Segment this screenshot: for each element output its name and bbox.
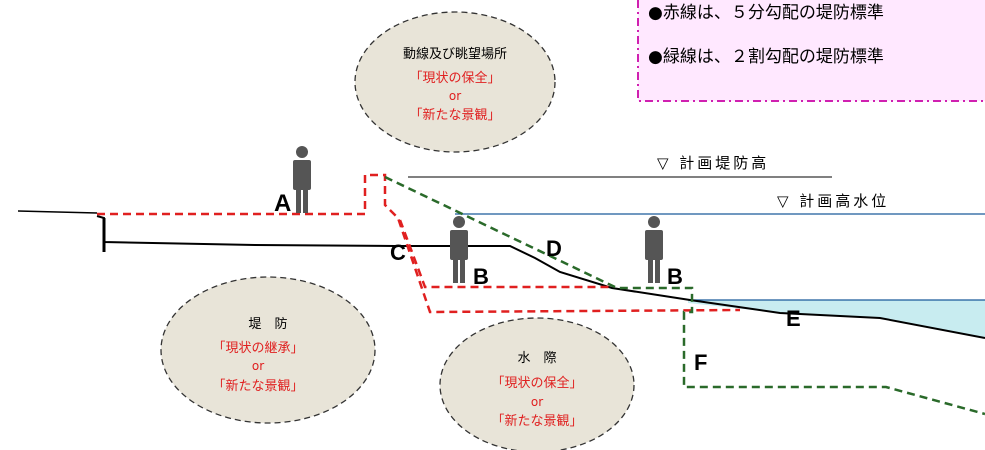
callout-circulation-or: or bbox=[449, 89, 461, 103]
callout-levee-option2: 「新たな景観」 bbox=[212, 378, 303, 394]
point-label-c: C bbox=[390, 240, 406, 265]
callout-levee-title: 堤 防 bbox=[248, 316, 287, 332]
legend-note-box: ●赤線は、５分勾配の堤防標準 ●緑線は、２割勾配の堤防標準 bbox=[637, 0, 985, 102]
callout-circulation-option1: 「現状の保全」 bbox=[409, 70, 500, 86]
callout-waterside-or: or bbox=[531, 395, 543, 409]
person-icon-b1 bbox=[450, 216, 468, 283]
callout-waterside: 水 際 「現状の保全」 or 「新たな景観」 bbox=[439, 317, 635, 450]
callout-waterside-title: 水 際 bbox=[517, 351, 556, 366]
point-label-a: A bbox=[274, 190, 291, 217]
point-label-f: F bbox=[694, 350, 707, 375]
point-label-d: D bbox=[546, 236, 562, 261]
person-icon-a bbox=[293, 146, 311, 213]
point-label-b2: B bbox=[667, 264, 683, 289]
callout-waterside-option1: 「現状の保全」 bbox=[491, 375, 582, 391]
callout-waterside-option2: 「新たな景観」 bbox=[491, 413, 582, 429]
red-line-note: ●赤線は、５分勾配の堤防標準 bbox=[648, 3, 884, 23]
callout-levee-option1: 「現状の継承」 bbox=[212, 341, 303, 356]
red-waterside-inner-line bbox=[398, 219, 612, 289]
callout-circulation-option2: 「新たな景観」 bbox=[409, 107, 500, 123]
person-icon-b2 bbox=[645, 216, 663, 283]
callout-circulation-title: 動線及び眺望場所 bbox=[403, 46, 507, 62]
point-label-b1: B bbox=[473, 264, 489, 289]
red-levee-standard-line bbox=[97, 173, 741, 314]
point-label-e: E bbox=[786, 306, 801, 331]
design-high-water-label: ▽ 計画高水位 bbox=[777, 192, 889, 210]
existing-ground-profile bbox=[17, 210, 98, 214]
callout-levee: 堤 防 「現状の継承」 or 「新たな景観」 bbox=[160, 276, 376, 424]
green-line-note: ●緑線は、２割勾配の堤防標準 bbox=[648, 47, 884, 67]
design-levee-height-label: ▽ 計画堤防高 bbox=[657, 154, 769, 172]
callout-circulation: 動線及び眺望場所 「現状の保全」 or 「新たな景観」 bbox=[354, 11, 556, 153]
callout-levee-or: or bbox=[252, 359, 264, 373]
